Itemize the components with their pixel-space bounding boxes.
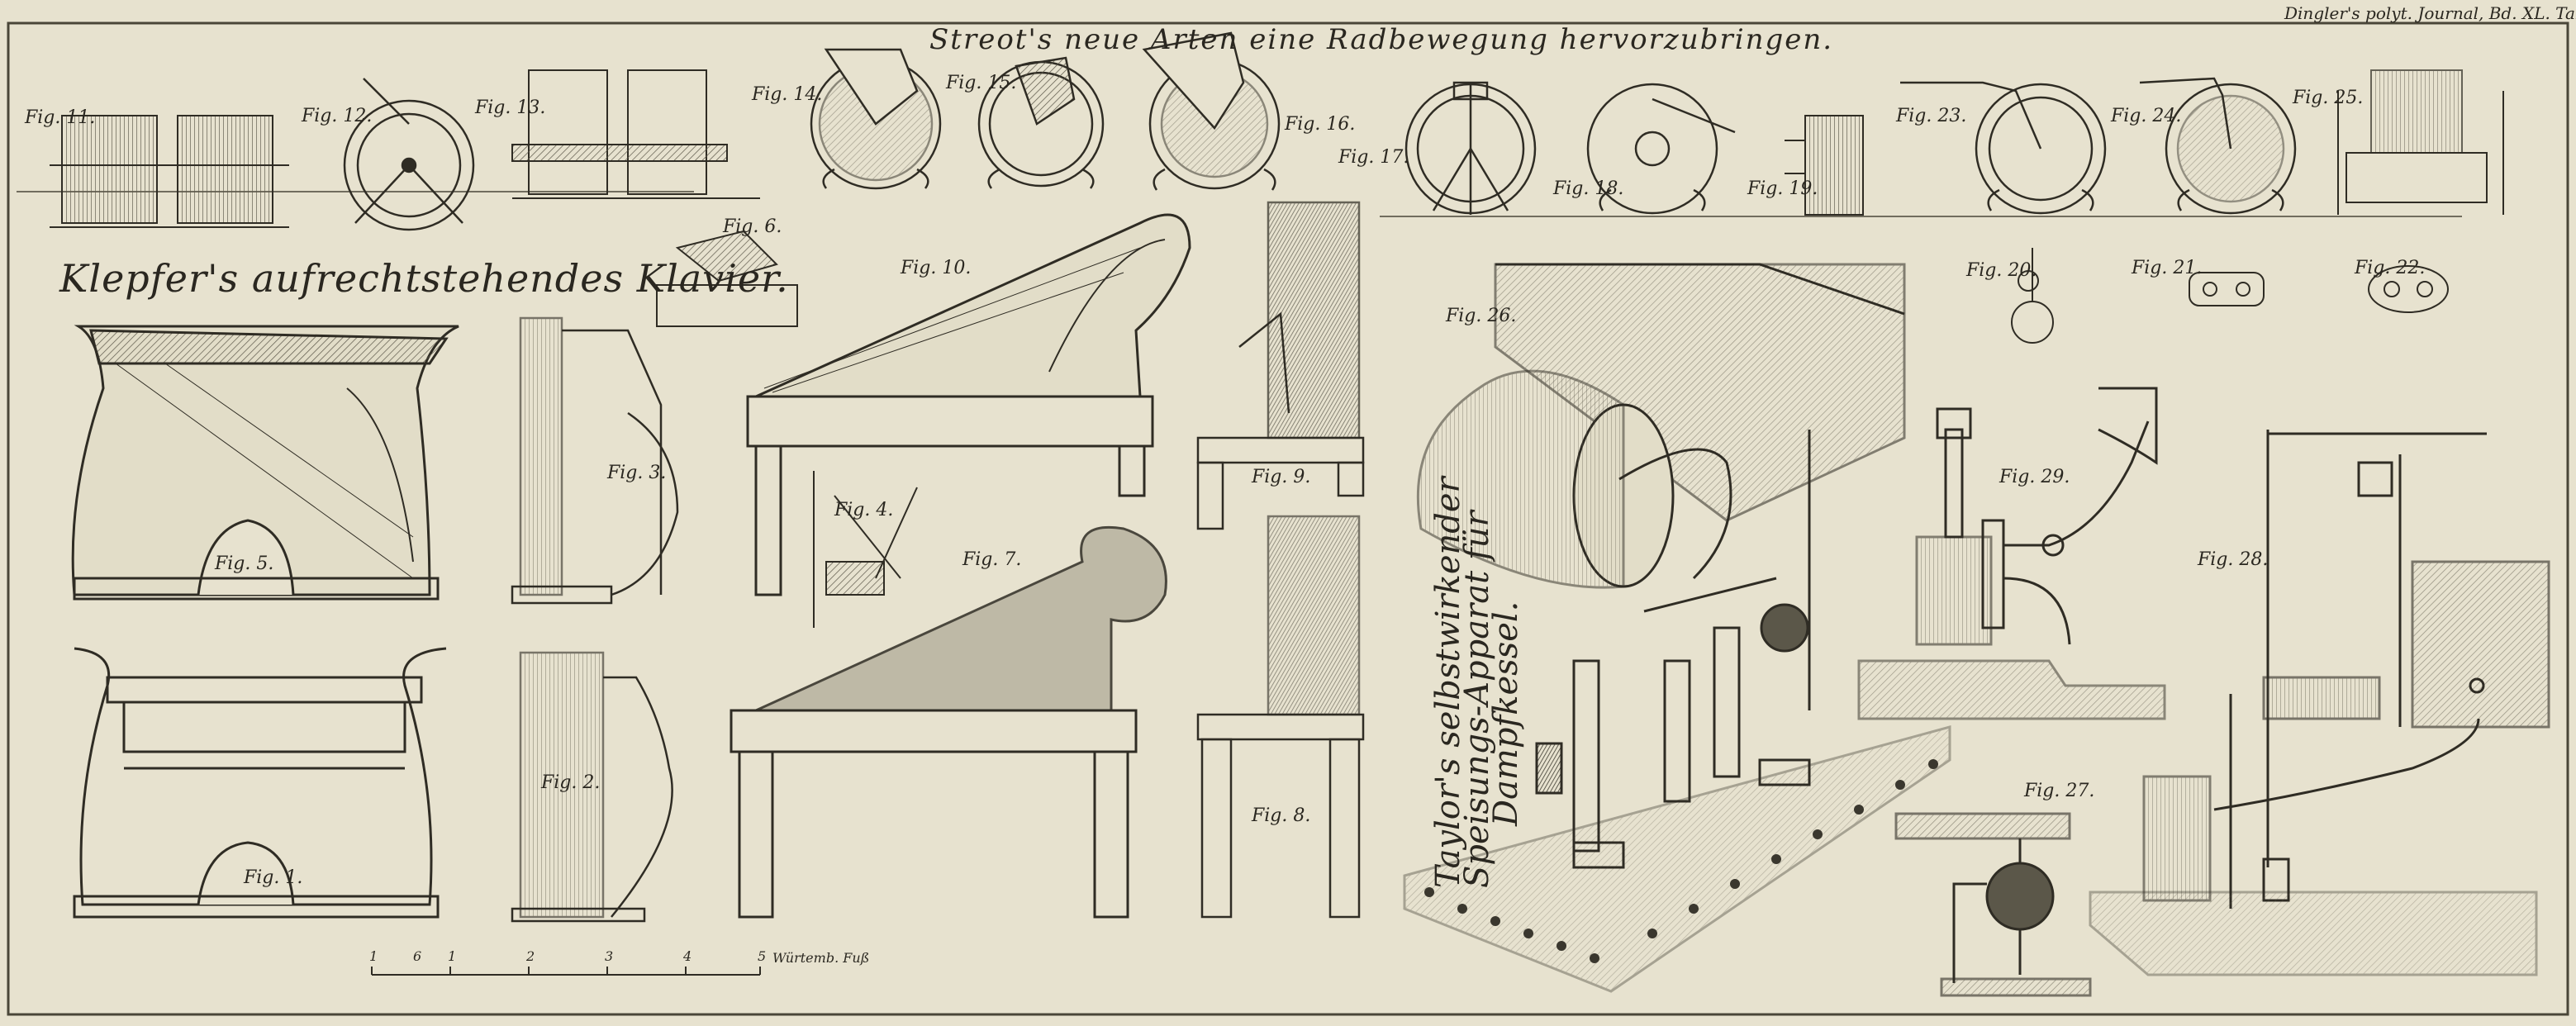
fig-2-drawing xyxy=(511,651,673,923)
fig-25-label: Fig. 25. xyxy=(2293,88,2364,108)
plate-border xyxy=(7,21,2569,1016)
fig-26-label: Fig. 26. xyxy=(1446,306,1517,326)
fig-21-drawing xyxy=(2189,272,2265,306)
fig-23-drawing xyxy=(1900,81,2107,215)
fig-2-label: Fig. 2. xyxy=(541,772,601,793)
fig-6-label: Fig. 6. xyxy=(723,216,782,237)
fig-8-label: Fig. 8. xyxy=(1252,805,1311,826)
fig-10-label: Fig. 10. xyxy=(901,258,972,278)
fig-29-drawing xyxy=(1857,387,2166,720)
fig-11-label: Fig. 11. xyxy=(25,107,96,128)
scale-unit: Würtemb. Fuß xyxy=(772,950,870,966)
fig-19-label: Fig. 19. xyxy=(1747,178,1818,199)
fig-19-drawing xyxy=(1785,115,1864,216)
fig-14-label: Fig. 14. xyxy=(752,84,823,105)
fig-22-label: Fig. 22. xyxy=(2355,258,2426,278)
scale-tick-0: 1 xyxy=(369,948,378,964)
fig-24-label: Fig. 24. xyxy=(2111,106,2182,126)
fig-28-label: Fig. 28. xyxy=(2198,549,2269,570)
fig-1-label: Fig. 1. xyxy=(244,867,303,888)
fig-26-drawing xyxy=(1403,263,1951,993)
fig-20-drawing xyxy=(2011,248,2054,344)
fig-1-drawing xyxy=(73,647,447,919)
fig-15-drawing xyxy=(977,56,1105,189)
fig-3-drawing xyxy=(511,316,679,605)
scale-tick-4: 3 xyxy=(605,948,614,964)
fig-14-drawing xyxy=(810,48,942,190)
fig-20-label: Fig. 20. xyxy=(1966,260,2037,281)
fig-25-drawing xyxy=(2337,69,2504,215)
plate-title: Streot's neue Arten eine Radbewegung her… xyxy=(929,23,1834,56)
fig-22-drawing xyxy=(2368,265,2449,313)
fig-11-drawing xyxy=(50,115,289,228)
fig-18-label: Fig. 18. xyxy=(1553,178,1624,199)
scale-tick-6: 5 xyxy=(758,948,767,964)
fig-27-drawing xyxy=(1894,812,2092,997)
scale-tick-1: 6 xyxy=(413,948,422,964)
fig-15-label: Fig. 15. xyxy=(946,73,1017,93)
fig-27-label: Fig. 27. xyxy=(2024,781,2095,801)
fig-16-label: Fig. 16. xyxy=(1285,114,1356,135)
fig-8-drawing xyxy=(1196,515,1365,919)
fig-12-drawing xyxy=(343,78,475,231)
scale-bar xyxy=(371,967,761,976)
fig-18-drawing xyxy=(1586,83,1736,215)
fig-4-label: Fig. 4. xyxy=(834,500,894,520)
fig-7-label: Fig. 7. xyxy=(962,549,1022,570)
fig-5-drawing xyxy=(71,325,459,601)
fig-16-drawing xyxy=(1142,31,1281,191)
boiler-rivets xyxy=(1424,759,1938,963)
klavier-title: Klepfer's aufrechtstehendes Klavier. xyxy=(59,256,789,301)
fig-29-label: Fig. 29. xyxy=(1999,467,2070,487)
taylor-title-line3: Dampfkessel. xyxy=(1487,601,1525,826)
fig-6-drawing xyxy=(656,230,798,327)
fig-5-label: Fig. 5. xyxy=(215,553,274,574)
fig-7-drawing xyxy=(730,525,1167,919)
fig-13-drawing xyxy=(511,69,760,199)
fig-17-label: Fig. 17. xyxy=(1338,147,1409,168)
fig-4-drawing xyxy=(813,471,918,628)
fig-3-label: Fig. 3. xyxy=(607,463,667,483)
fig-24-drawing xyxy=(2139,77,2297,215)
fig-9-label: Fig. 9. xyxy=(1252,467,1311,487)
fig-10-drawing xyxy=(746,213,1191,596)
fig-23-label: Fig. 23. xyxy=(1896,106,1967,126)
fig-21-label: Fig. 21. xyxy=(2132,258,2203,278)
scale-tick-5: 4 xyxy=(683,948,692,964)
scale-tick-2: 1 xyxy=(448,948,457,964)
fig-28-drawing xyxy=(2089,430,2550,976)
journal-reference: Dingler's polyt. Journal, Bd. XL. Tab. xyxy=(2284,3,2576,23)
fig-17-drawing xyxy=(1404,81,1537,215)
fig-13-label: Fig. 13. xyxy=(475,97,546,118)
fig-9-drawing xyxy=(1196,201,1365,530)
scale-tick-3: 2 xyxy=(526,948,535,964)
fig-12-label: Fig. 12. xyxy=(302,106,373,126)
